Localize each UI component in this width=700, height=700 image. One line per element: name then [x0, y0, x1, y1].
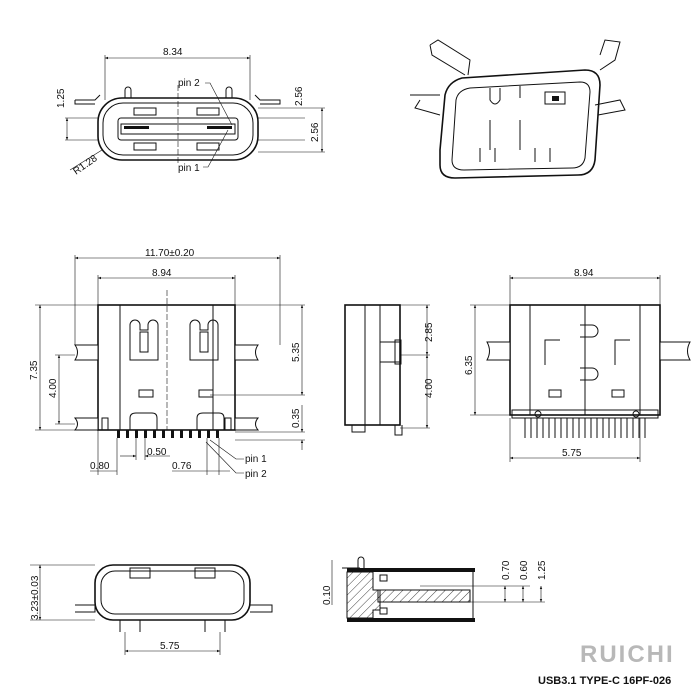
dim-4-00: 4.00: [48, 378, 59, 398]
drawing-title: USB3.1 TYPE-C 16PF-026: [538, 675, 671, 687]
dim-7-35: 7.35: [29, 360, 40, 380]
top-view: 11.70±0.20 8.94 7.35 4.00 5.35 0.35 0.50…: [29, 248, 305, 480]
dim-2-56-top: 2.56: [294, 86, 305, 106]
dim-1-25: 1.25: [56, 88, 67, 108]
dim-11-70: 11.70±0.20: [145, 248, 195, 259]
dim-0-35: 0.35: [291, 408, 302, 428]
dim-r1-28: R1.28: [71, 153, 100, 178]
watermark-logo: RUICHI: [580, 641, 675, 668]
dim-6-35: 6.35: [464, 355, 475, 375]
dim-8-94: 8.94: [152, 268, 172, 279]
dim-3-23: 3.23±0.03: [30, 575, 41, 620]
dim-0-60: 0.60: [519, 560, 530, 580]
dim-0-76: 0.76: [172, 461, 192, 472]
dim-2-56: 2.56: [310, 122, 321, 142]
pin-row: [117, 430, 219, 438]
pcb-pins: [524, 418, 646, 438]
isometric-view: [410, 39, 626, 179]
pin1-label: pin 1: [178, 163, 200, 174]
dim-2-85: 2.85: [424, 322, 435, 342]
dim-1-25-section: 1.25: [537, 560, 548, 580]
section-view: 0.70 0.60 1.25 0.10: [322, 556, 548, 622]
pin2-label-top: pin 2: [245, 469, 267, 480]
pin1-label-top: pin 1: [245, 454, 267, 465]
rear-view: 3.23±0.03 5.75: [30, 564, 273, 655]
pin2-label: pin 2: [178, 78, 200, 89]
dim-5-75-rear: 5.75: [160, 641, 180, 652]
dim-8-34: 8.34: [163, 47, 183, 58]
dim-5-75-pcb: 5.75: [562, 448, 582, 459]
dim-4-00-side: 4.00: [424, 378, 435, 398]
dim-0-50: 0.50: [147, 447, 167, 458]
front-face-view: 8.34 1.25 2.56 2.56 R1.28 pin 2 pin 1: [56, 47, 325, 177]
dim-0-10: 0.10: [322, 585, 333, 605]
pcb-view: 8.94 6.35 5.75: [464, 268, 691, 462]
dim-5-35: 5.35: [291, 342, 302, 362]
side-view: 2.85 4.00: [344, 304, 435, 436]
dim-0-70: 0.70: [501, 560, 512, 580]
dim-8-94-pcb: 8.94: [574, 268, 594, 279]
dim-0-80: 0.80: [90, 461, 110, 472]
